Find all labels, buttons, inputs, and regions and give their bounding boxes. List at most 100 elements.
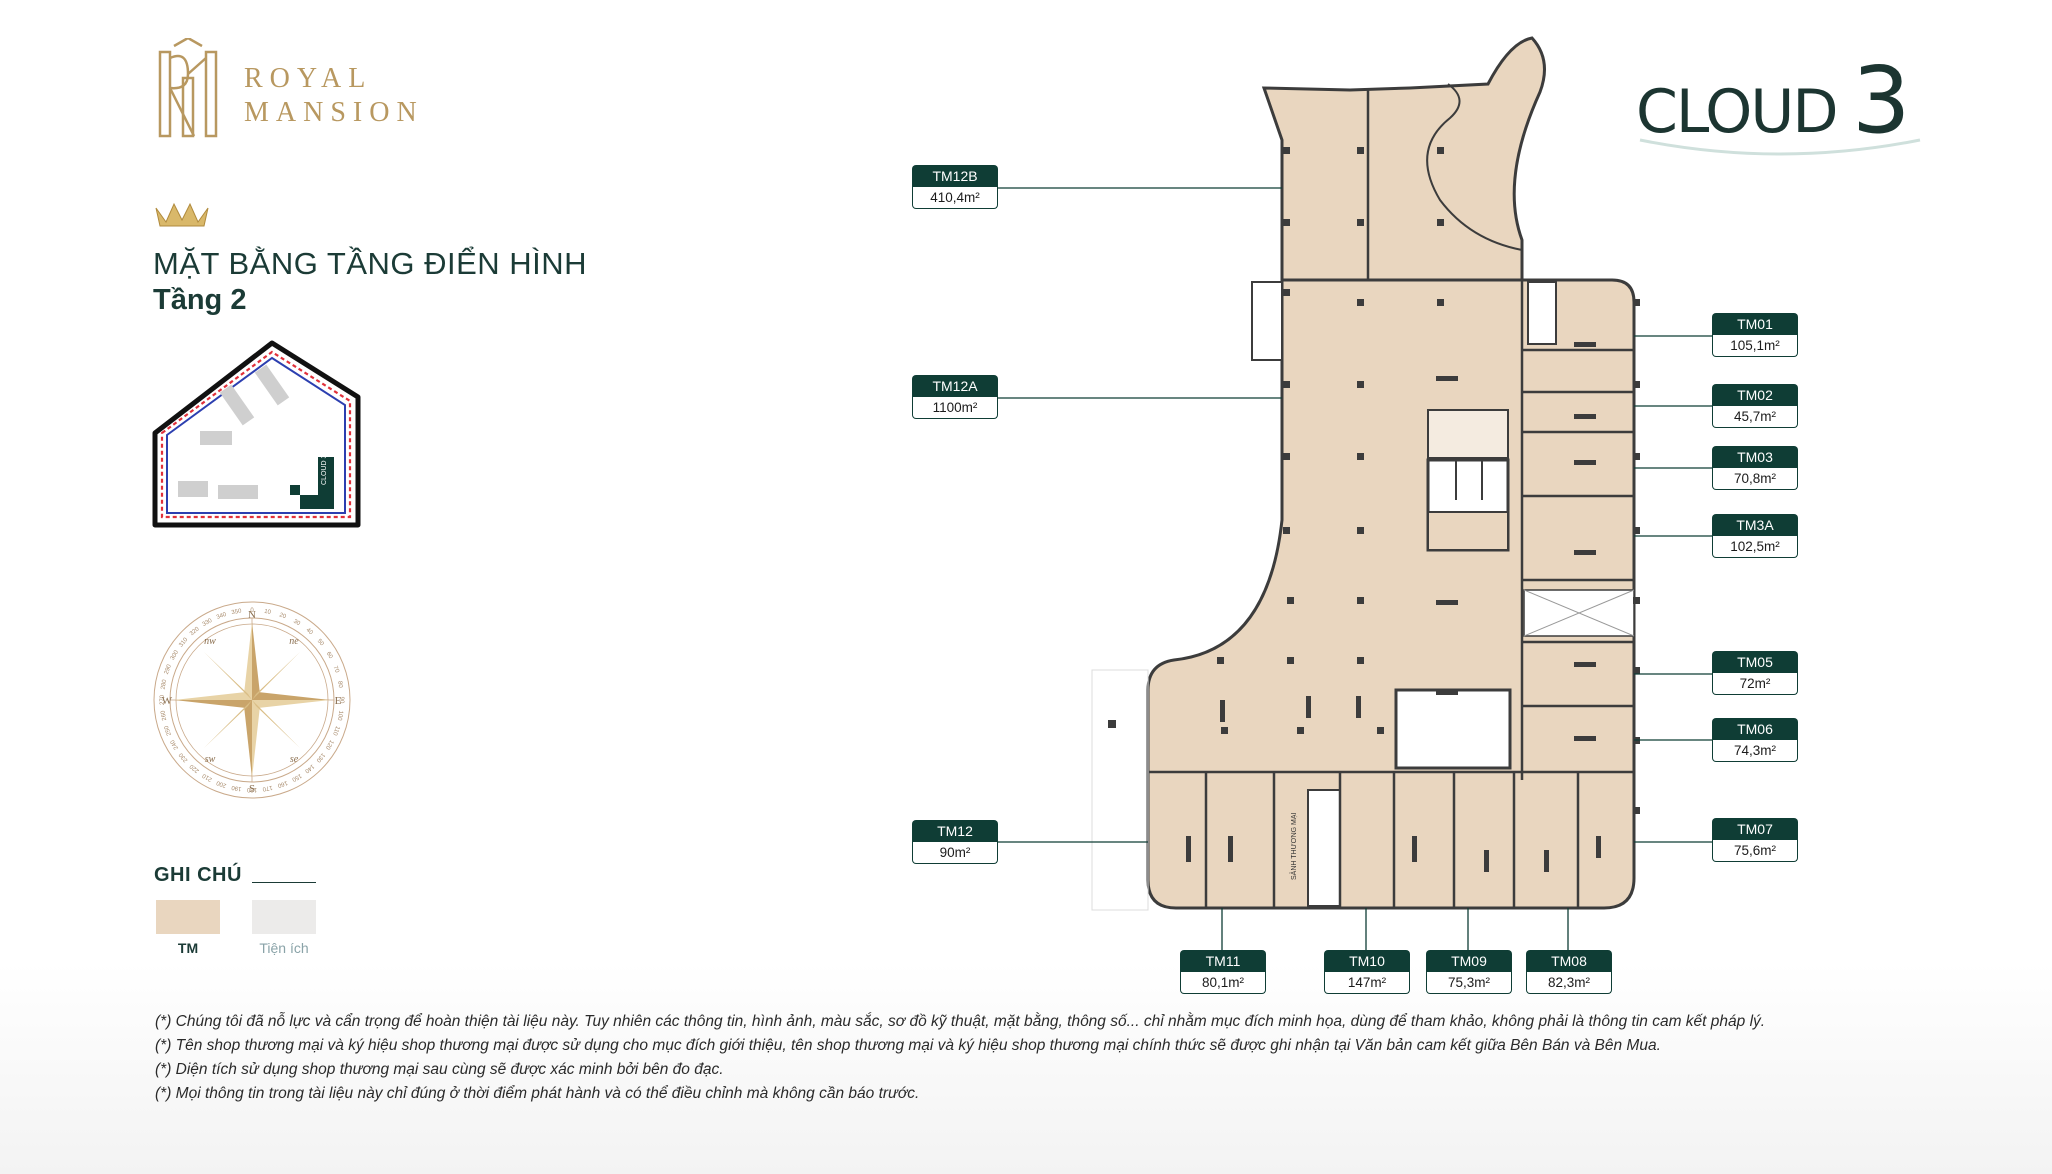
compass-degree-label: 280 [161,678,169,690]
structural-column [1357,597,1364,604]
compass-degree-label: 50 [316,638,325,647]
legend-label-tm: TM [177,940,199,956]
unit-tag-tm12b[interactable]: TM12B 410,4m² [912,165,998,209]
compass-se: se [290,754,299,765]
unit-name: TM09 [1426,950,1512,972]
compass-e: E [335,695,342,707]
cloud-word: CLOUD [1636,77,1837,147]
structural-column [1437,299,1444,306]
structural-column [1297,727,1304,734]
structural-column [1377,727,1384,734]
unit-tag-tm01[interactable]: TM01 105,1m² [1712,313,1798,357]
structural-column [1283,147,1290,154]
note-line: (*) Mọi thông tin trong tài liệu này chỉ… [155,1085,920,1102]
unit-tag-tm08[interactable]: TM08 82,3m² [1526,950,1612,994]
structural-column [1357,381,1364,388]
unit-name: TM07 [1712,818,1798,840]
structural-column [1357,219,1364,226]
compass-degree-label: 290 [164,663,173,675]
note-line: (*) Chúng tôi đã nỗ lực và cẩn trọng để … [155,1013,1766,1030]
floor-subtitle: Tầng 2 [153,284,247,316]
structural-column [1283,381,1290,388]
compass-degree-label: 350 [231,608,243,616]
compass-w: W [162,695,173,707]
compass-degree-label: 0 [250,608,254,614]
unit-tag-tm3a[interactable]: TM3A 102,5m² [1712,514,1798,558]
structural-column [1283,527,1290,534]
site-tower-label: CLOUD 3 [321,455,328,485]
unit-area: 70,8m² [1712,468,1798,490]
unit-area: 80,1m² [1180,972,1266,994]
unit-tag-tm12a[interactable]: TM12A 1100m² [912,375,998,419]
unit-tag-tm12[interactable]: TM12 90m² [912,820,998,864]
legend-label-amenity: Tiện ích [259,940,309,956]
structural-column [1287,597,1294,604]
compass-degree-label: 330 [202,617,214,628]
structural-column [1357,657,1364,664]
structural-column [1437,219,1444,226]
legend-divider [252,882,316,883]
structural-column [1287,657,1294,664]
compass-degree-label: 170 [261,784,273,792]
unit-name: TM12A [912,375,998,397]
compass-nw: nw [204,636,216,647]
structural-column [1283,453,1290,460]
unit-area: 74,3m² [1712,740,1798,762]
compass-degree-label: 210 [201,772,213,783]
compass-degree-label: 70 [332,665,340,674]
royal-mansion-logo-mark [158,38,218,138]
compass-degree-label: 230 [178,751,189,763]
lobby-label: SẢNH THƯƠNG MẠI [1289,812,1298,880]
compass-degree-label: 270 [160,694,166,705]
unit-name: TM01 [1712,313,1798,335]
structural-column [1357,299,1364,306]
unit-tag-tm10[interactable]: TM10 147m² [1324,950,1410,994]
royal-mansion-logo-text: ROYAL MANSION [244,62,424,130]
unit-tag-tm02[interactable]: TM02 45,7m² [1712,384,1798,428]
compass-degree-label: 40 [305,627,314,636]
compass-degree-label: 130 [314,751,325,763]
compass-degree-label: 110 [331,725,340,737]
unit-name: TM10 [1324,950,1410,972]
logo-line1: ROYAL [244,63,373,94]
unit-tag-tm05[interactable]: TM05 72m² [1712,651,1798,695]
compass-degree-label: 240 [169,738,180,750]
structural-column [1633,807,1640,814]
compass-ne: ne [289,636,299,647]
crown-icon [155,202,209,227]
unit-area: 105,1m² [1712,335,1798,357]
structural-column [1357,527,1364,534]
disclaimer-notes: (*) Chúng tôi đã nỗ lực và cẩn trọng để … [155,1010,1765,1106]
cloud-3-logo: CLOUD 3 [1636,47,1921,156]
compass-degree-label: 260 [160,709,168,721]
compass-degree-label: 160 [276,779,288,788]
legend-title: GHI CHÚ [154,864,242,886]
compass-degree-label: 100 [336,710,344,722]
legend-swatch-tm [156,900,220,934]
unit-area: 102,5m² [1712,536,1798,558]
unit-area: 147m² [1324,972,1410,994]
structural-column [1357,453,1364,460]
compass-degree-label: 180 [246,786,257,792]
unit-tag-tm06[interactable]: TM06 74,3m² [1712,718,1798,762]
unit-tag-tm07[interactable]: TM07 75,6m² [1712,818,1798,862]
structural-column [1633,597,1640,604]
structural-column [1633,527,1640,534]
compass-s: S [249,783,255,795]
compass-degree-label: 250 [164,724,173,736]
compass-degree-label: 200 [215,779,227,788]
compass-degree-label: 310 [178,637,189,649]
compass-degree-label: 30 [292,619,301,628]
unit-tag-tm09[interactable]: TM09 75,3m² [1426,950,1512,994]
compass-degree-label: 150 [290,772,302,783]
compass-degree-label: 60 [325,651,334,660]
compass-degree-label: 190 [230,784,242,792]
unit-area: 75,6m² [1712,840,1798,862]
unit-tag-tm11[interactable]: TM11 80,1m² [1180,950,1266,994]
unit-name: TM03 [1712,446,1798,468]
logo-line2: MANSION [244,97,424,128]
compass-n: N [248,609,256,621]
unit-tag-tm03[interactable]: TM03 70,8m² [1712,446,1798,490]
note-line: (*) Diện tích sử dụng shop thương mại sa… [155,1061,724,1078]
compass-degree-label: 340 [216,612,228,621]
